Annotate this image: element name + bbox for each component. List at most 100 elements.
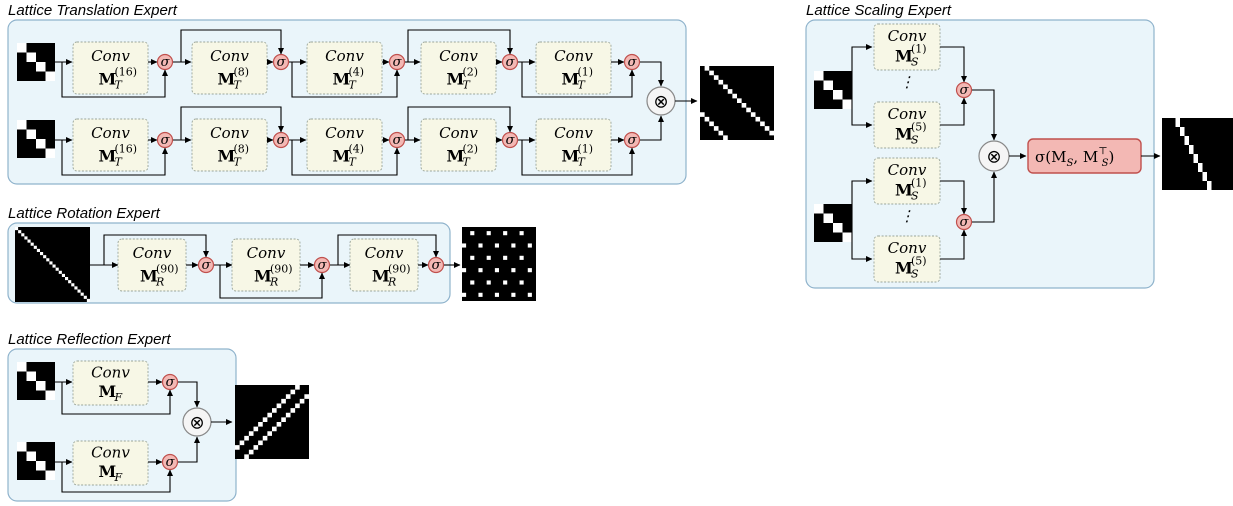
arrow	[178, 436, 200, 463]
thumbnail-pixel	[262, 417, 268, 422]
thumbnail-pixel	[290, 389, 296, 395]
thumbnail-pixel	[21, 233, 25, 237]
matrix-symbol: M	[218, 147, 236, 166]
skip-connection	[219, 265, 325, 299]
skip-connection	[61, 462, 173, 493]
matrix-superscript: (90)	[388, 263, 411, 276]
sigma-label: σ	[960, 83, 970, 98]
thumbnail-pixel	[40, 252, 44, 256]
arrow	[940, 97, 967, 126]
sigma-activation: σ	[427, 256, 445, 274]
thumbnail-pixel	[713, 75, 719, 80]
matrix-subscript: R	[269, 276, 278, 289]
input-thumbnail	[814, 71, 852, 109]
matrix-subscript: R	[387, 276, 396, 289]
sigma-circle	[501, 53, 519, 71]
matrix-symbol: M	[218, 70, 236, 89]
matrix-symbol: M	[895, 259, 913, 278]
conv-box	[191, 118, 268, 172]
thumbnail-pixel	[727, 89, 733, 94]
conv-label: Conv	[439, 47, 478, 65]
thumbnail-pixel	[17, 120, 27, 130]
thumbnail-pixel	[267, 431, 272, 436]
thumbnail-pixel	[43, 255, 47, 259]
thumbnail-pixel	[814, 204, 824, 214]
sigma-activation: σ	[161, 453, 179, 471]
thumbnail-pixel	[281, 417, 286, 422]
thumbnail-pixel	[1175, 118, 1180, 123]
thumbnail-pixel	[486, 255, 491, 260]
thumbnail-pixel	[52, 264, 56, 268]
thumbnail-pixel	[1202, 172, 1207, 177]
thumbnail-pixel	[1184, 140, 1189, 145]
thumbnail-pixel	[17, 43, 27, 53]
thumbnail-pixel	[732, 93, 737, 99]
sigma-label: σ	[202, 258, 212, 273]
thumbnail-pixel	[276, 403, 282, 409]
thumbnail-pixel	[36, 461, 46, 471]
sigma-activation: σ	[156, 53, 174, 71]
skip-connection	[180, 106, 284, 140]
arrow	[851, 223, 873, 262]
thumbnail-pixel	[713, 126, 719, 131]
thumbnail-pixel	[26, 451, 36, 461]
conv-box	[72, 41, 149, 95]
conv-label: Conv	[365, 244, 404, 262]
thumbnail-pixel	[36, 248, 40, 252]
arrow	[851, 90, 873, 128]
thumbnail-pixel	[45, 390, 55, 400]
sigma-label: σ	[393, 133, 403, 148]
thumbnail-pixel	[258, 422, 263, 427]
conv-box	[420, 118, 497, 172]
sigma-activation: σ	[501, 53, 519, 71]
thumbnail-pixel	[15, 227, 19, 231]
thumbnail-pixel	[30, 242, 34, 246]
sigma-activation: σ	[623, 53, 641, 71]
thumbnail-pixel	[462, 268, 467, 273]
thumbnail-pixel	[36, 139, 46, 149]
thumbnail-pixel	[511, 243, 516, 248]
scaling-title: Lattice Scaling Expert	[806, 2, 952, 19]
thumbnail-pixel	[65, 277, 69, 281]
sigma-label: σ	[432, 258, 442, 273]
sigma-circle	[427, 256, 445, 274]
thumbnail-pixel	[272, 426, 277, 432]
thumbnail-pixel	[462, 292, 467, 297]
matrix-subscript: T	[578, 79, 587, 92]
matrix-symbol: M	[895, 47, 913, 66]
thumbnail-pixel	[276, 422, 282, 427]
thumbnail-pixel	[1207, 181, 1212, 186]
similarity-formula: σ(MS, M⊤S)	[1035, 146, 1114, 169]
thumbnail-pixel	[239, 440, 245, 446]
rotation-output-thumbnail	[462, 227, 536, 301]
sigma-label: σ	[506, 55, 516, 70]
matrix-symbol: M	[895, 181, 913, 200]
rotation-input-thumbnail	[15, 227, 90, 302]
matrix-subscript: S	[911, 190, 919, 203]
thumbnail-pixel	[285, 394, 291, 399]
skip-connection	[291, 62, 400, 98]
sigma-circle	[197, 256, 215, 274]
thumbnail-pixel	[769, 130, 774, 136]
skip-connection	[61, 140, 168, 176]
conv-label: Conv	[91, 124, 130, 142]
conv-label: Conv	[91, 47, 130, 65]
conv-label: Conv	[210, 124, 249, 142]
conv-box	[72, 360, 149, 406]
conv-label: Conv	[325, 47, 364, 65]
matrix-symbol: M	[333, 147, 351, 166]
thumbnail-pixel	[58, 270, 62, 274]
thumbnail-pixel	[1207, 185, 1212, 190]
input-thumbnail	[17, 362, 55, 400]
thumbnail-pixel	[750, 112, 756, 117]
thumbnail-pixel	[527, 243, 532, 248]
thumbnail-pixel	[1175, 122, 1180, 127]
ellipsis: ⋮	[900, 207, 915, 225]
scaling-output-thumbnail	[1162, 118, 1233, 190]
